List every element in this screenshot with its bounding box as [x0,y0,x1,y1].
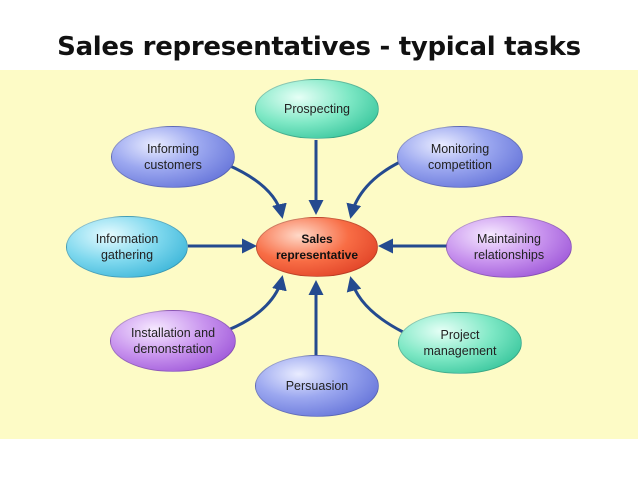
arrow-informing-customers [227,163,287,219]
node-installation-demonstration: Installation and demonstration [110,310,236,372]
arrow-installation-demonstration [227,275,287,332]
node-maintaining-relationships: Maintaining relationships [446,216,572,278]
node-persuasion: Persuasion [255,355,379,417]
arrow-project-management [346,276,404,334]
arrow-monitoring-competition [346,160,401,219]
node-project-management: Project management [398,312,522,374]
node-sales-representative: Sales representative [256,217,378,277]
node-informing-customers: Informing customers [111,126,235,188]
slide-title: Sales representatives - typical tasks [57,32,581,62]
node-information-gathering: Information gathering [66,216,188,278]
node-monitoring-competition: Monitoring competition [397,126,523,188]
node-prospecting: Prospecting [255,79,379,139]
